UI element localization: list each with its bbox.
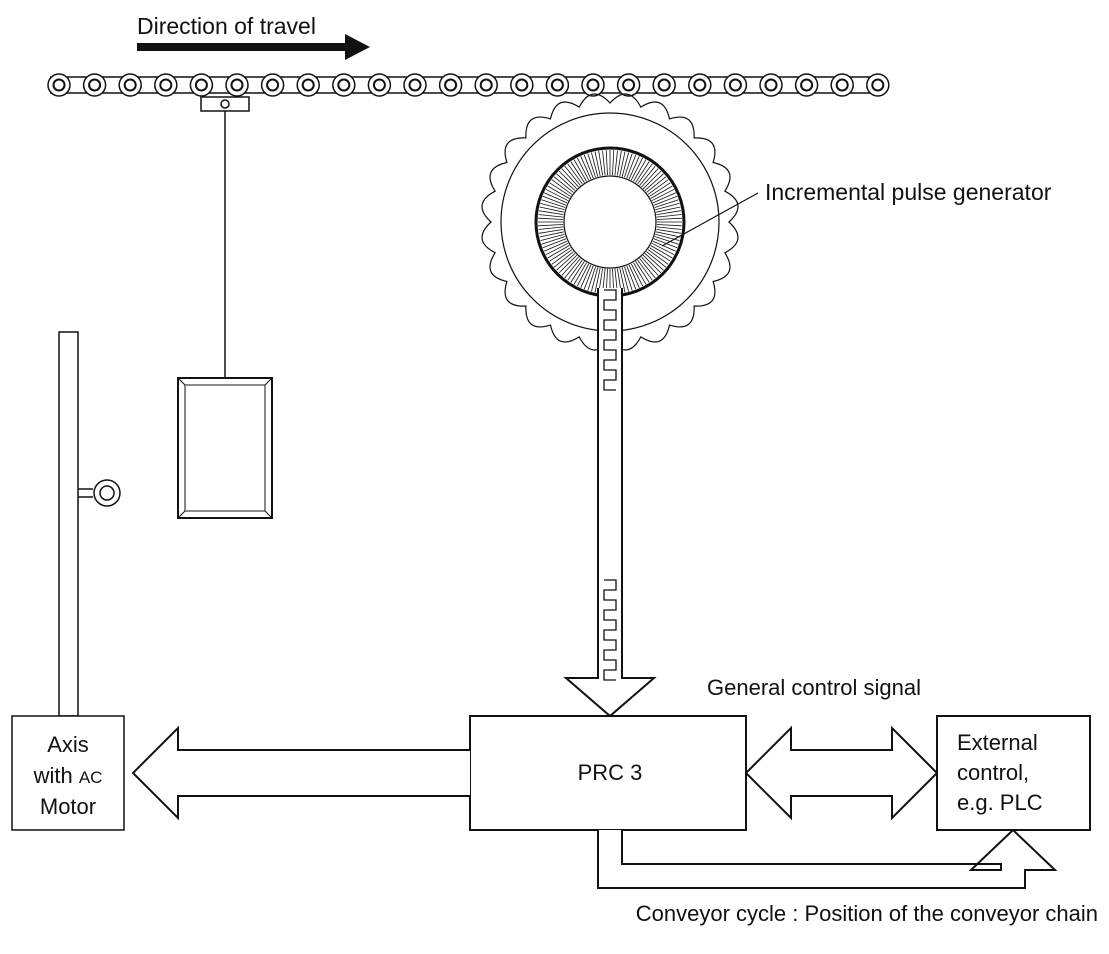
general-signal-label: General control signal — [707, 675, 921, 700]
chain-roller — [688, 73, 712, 97]
axis-label-line2: with AC — [33, 763, 103, 788]
encoder-label: Incremental pulse generator — [765, 179, 1052, 205]
chain-roller — [296, 73, 320, 97]
general-control-double-arrow — [744, 725, 939, 821]
chain-roller — [367, 73, 392, 97]
chain-roller — [403, 73, 427, 97]
chain-roller — [616, 73, 641, 97]
chain-roller — [759, 73, 783, 97]
chain-roller — [154, 73, 178, 97]
prc3-controller: PRC 3 — [469, 715, 747, 831]
chain-roller — [794, 73, 819, 97]
axis-control-arrow — [131, 725, 470, 821]
chain-roller — [438, 73, 463, 97]
external-control-box: External control, e.g. PLC — [936, 715, 1091, 831]
encoder-hatching — [538, 150, 682, 294]
axis-label-line3: Motor — [40, 794, 96, 819]
axis-label-line1: Axis — [47, 732, 89, 757]
external-label-line2: control, — [957, 760, 1029, 785]
prc3-label: PRC 3 — [578, 760, 643, 785]
conveyor-chain — [47, 73, 890, 97]
incremental-pulse-generator — [534, 146, 686, 298]
chain-roller — [118, 73, 142, 97]
chain-roller — [830, 73, 854, 97]
chain-roller — [474, 73, 498, 97]
chain-roller — [510, 73, 534, 97]
chain-roller — [47, 73, 71, 97]
pulse-train-top — [603, 289, 617, 391]
conveyor-cycle-label: Conveyor cycle : Position of the conveyo… — [636, 901, 1098, 926]
sprocket-teeth — [481, 93, 739, 351]
chain-roller — [581, 73, 605, 97]
chain-roller — [866, 73, 890, 97]
axis-motor-box: Axis with AC Motor — [11, 715, 125, 831]
chain-roller — [545, 73, 570, 97]
chain-roller — [82, 73, 107, 97]
chain-roller — [652, 73, 676, 97]
pulse-signal-arrow — [563, 288, 657, 718]
chain-roller — [723, 73, 748, 97]
chain-roller — [260, 73, 285, 97]
external-label-line3: e.g. PLC — [957, 790, 1043, 815]
axis-column — [58, 331, 121, 717]
pulse-train-bottom — [603, 579, 617, 681]
encoder-leader-line — [661, 192, 759, 247]
chain-roller — [332, 73, 356, 97]
direction-label: Direction of travel — [137, 13, 316, 39]
chain-roller — [225, 73, 249, 97]
hanger — [177, 96, 273, 519]
chain-roller — [189, 73, 214, 97]
direction-arrow — [137, 34, 370, 60]
external-label-line1: External — [957, 730, 1038, 755]
conveyor-cycle-arrow — [597, 828, 1058, 889]
